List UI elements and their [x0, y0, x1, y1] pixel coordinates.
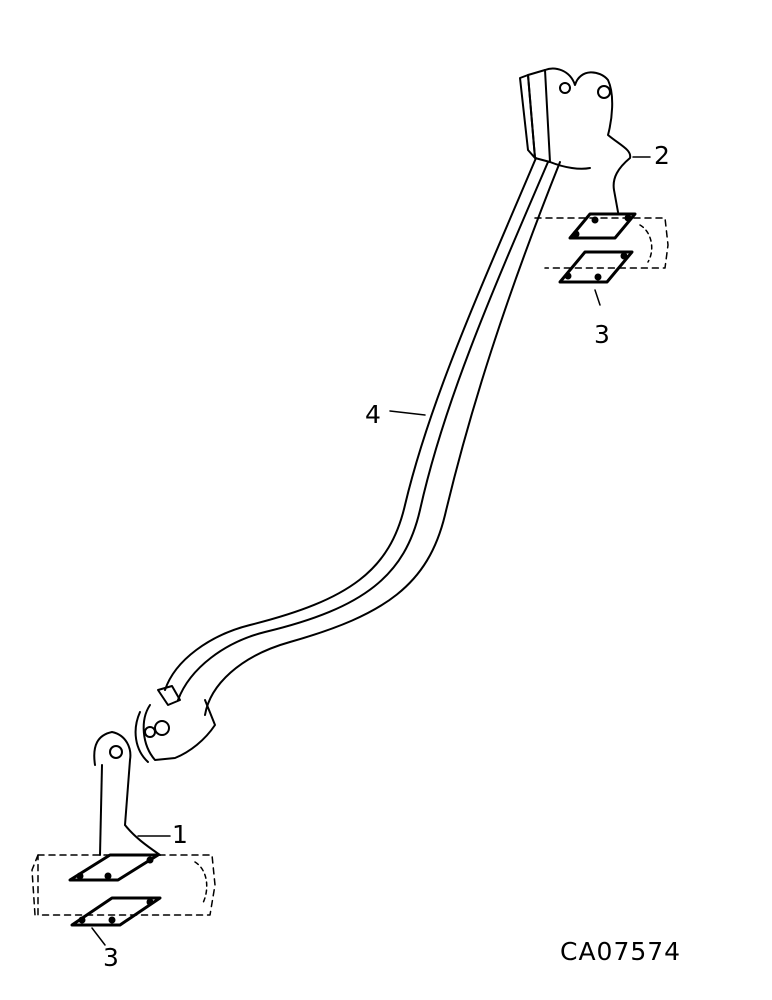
- callout-leaders: [91, 156, 651, 946]
- callout-part-1: 1: [172, 820, 188, 849]
- lower-bracket-part-1: [93, 731, 161, 856]
- upper-bracket-part-2: [519, 67, 632, 213]
- callout-part-3-top: 3: [594, 320, 610, 349]
- callout-part-4: 4: [365, 400, 381, 429]
- drawing-code: CA07574: [560, 937, 682, 966]
- callout-part-3-bottom: 3: [103, 943, 119, 972]
- top-mount-plates-part-3: [534, 212, 669, 284]
- bottom-mount-plates-part-3: [31, 853, 216, 927]
- bar-part-4: [134, 157, 561, 763]
- callout-part-2: 2: [654, 141, 670, 170]
